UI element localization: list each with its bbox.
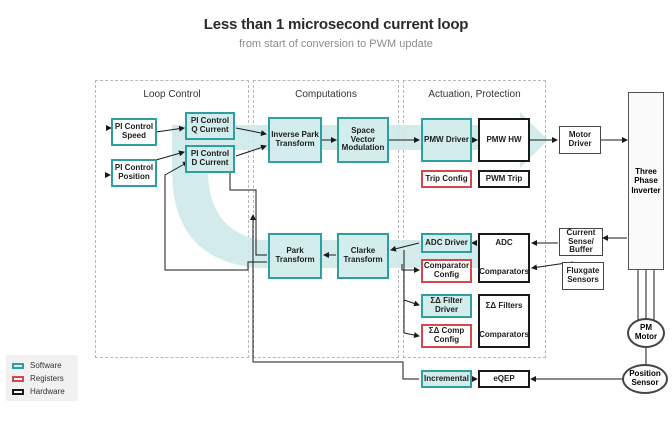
position-sensor-circle[interactable]: Position Sensor xyxy=(622,364,668,394)
pi-control-q-current-block[interactable]: PI Control Q Current xyxy=(185,112,235,140)
pi-control-d-current-block[interactable]: PI Control D Current xyxy=(185,145,235,173)
current-sense-buffer-block[interactable]: Current Sense/ Buffer xyxy=(559,228,603,256)
adc-driver-block[interactable]: ADC Driver xyxy=(421,233,472,253)
pm-motor-circle[interactable]: PM Motor xyxy=(627,318,665,348)
sigma-delta-filters-label: ΣΔ Filters xyxy=(485,301,523,310)
pmw-driver-block[interactable]: PMW Driver xyxy=(421,118,472,162)
park-transform-block[interactable]: Park Transform xyxy=(268,233,322,279)
registers-swatch xyxy=(12,375,24,382)
fluxgate-sensors-block[interactable]: Fluxgate Sensors xyxy=(562,262,604,290)
software-swatch xyxy=(12,362,24,369)
adc-comparators-label: Comparators xyxy=(479,267,529,277)
legend-label-registers: Registers xyxy=(30,374,64,383)
comparator-config-block[interactable]: Comparator Config xyxy=(421,259,472,283)
legend: Software Registers Hardware xyxy=(6,355,78,401)
adc-label: ADC xyxy=(495,238,513,247)
motor-driver-block[interactable]: Motor Driver xyxy=(559,126,601,154)
incremental-block[interactable]: Incremental xyxy=(421,370,472,388)
region-loop-control-label: Loop Control xyxy=(143,89,201,100)
pi-control-speed-block[interactable]: PI Control Speed xyxy=(111,118,157,146)
diagram-title: Less than 1 microsecond current loop xyxy=(203,16,469,33)
trip-config-block[interactable]: Trip Config xyxy=(421,170,472,188)
sigma-delta-filter-driver-block[interactable]: ΣΔ Filter Driver xyxy=(421,294,472,318)
legend-label-software: Software xyxy=(30,361,62,370)
space-vector-modulation-block[interactable]: Space Vector Modulation xyxy=(337,117,389,163)
diagram-subtitle: from start of conversion to PWM update xyxy=(239,38,433,50)
sigma-delta-filters-block[interactable]: ΣΔ Filters Comparators xyxy=(478,294,530,348)
three-phase-inverter-block[interactable]: Three Phase Inverter xyxy=(628,92,664,270)
sigma-delta-comp-config-block[interactable]: ΣΔ Comp Config xyxy=(421,324,472,348)
region-actuation: Actuation, Protection xyxy=(403,80,546,358)
region-actuation-label: Actuation, Protection xyxy=(428,89,521,100)
clarke-transform-block[interactable]: Clarke Transform xyxy=(337,233,389,279)
region-loop-control: Loop Control xyxy=(95,80,249,358)
eqep-block[interactable]: eQEP xyxy=(478,370,530,388)
region-computations-label: Computations xyxy=(295,89,357,100)
pwm-trip-block[interactable]: PWM Trip xyxy=(478,170,530,188)
inverse-park-transform-block[interactable]: Inverse Park Transform xyxy=(268,117,322,163)
legend-item-software: Software xyxy=(12,359,72,372)
adc-comparators-block[interactable]: ADC Comparators xyxy=(478,233,530,283)
sigma-delta-comparators-label: Comparators xyxy=(479,330,529,340)
legend-label-hardware: Hardware xyxy=(30,387,65,396)
hardware-swatch xyxy=(12,388,24,395)
pmw-hw-block[interactable]: PMW HW xyxy=(478,118,530,162)
legend-item-hardware: Hardware xyxy=(12,385,72,398)
legend-item-registers: Registers xyxy=(12,372,72,385)
pi-control-position-block[interactable]: PI Control Position xyxy=(111,159,157,187)
